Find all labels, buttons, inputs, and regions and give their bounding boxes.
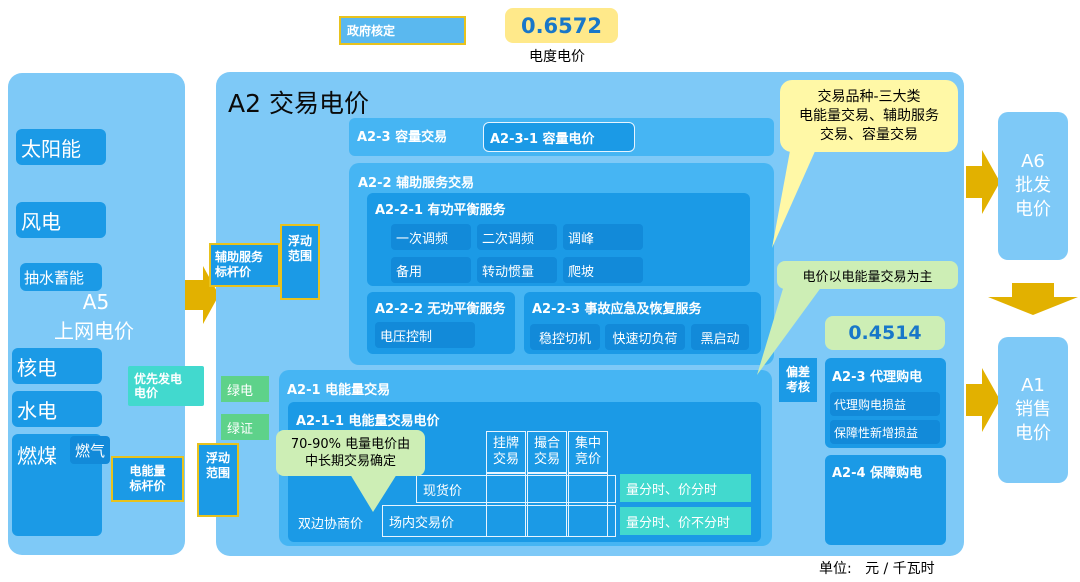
spot-price: 现货价: [416, 475, 616, 503]
arrow-to-a6: [966, 150, 1000, 214]
price-label: 电度电价: [529, 49, 585, 65]
a5-subtitle: 上网电价: [54, 319, 134, 343]
callout-trade-categories: 交易品种-三大类 电能量交易、辅助服务 交易、容量交易: [780, 80, 958, 152]
arrow-a6-to-a1: [988, 283, 1078, 315]
arrow-to-a1: [966, 368, 1000, 432]
agency-price-badge: 0.4514: [825, 316, 945, 350]
callout-energy-main: 电价以电能量交易为主: [777, 261, 958, 289]
callout-ratio: 70-90% 电量电价由 中长期交易确定: [276, 430, 425, 476]
capacity-price: A2-3-1 容量电价: [483, 122, 635, 152]
agency-loss: 代理购电损益: [830, 392, 940, 416]
a5-item-nuclear: 核电: [12, 348, 102, 384]
energy-price-title: A2-1-1 电能量交易电价: [296, 414, 440, 429]
aux-item-stability-trip: 稳控切机: [530, 324, 600, 350]
green-cert: 绿证: [221, 414, 269, 440]
guarantee-loss: 保障性新增损益: [830, 420, 940, 444]
row1-note: 量分时、价分时: [620, 474, 751, 502]
energy-benchmark-price: 电能量 标杆价: [111, 456, 184, 502]
aux-item-secondary-freq: 二次调频: [477, 224, 557, 250]
agency-purchase-title: A2-3 代理购电: [832, 370, 923, 385]
bilateral-price: 双边协商价: [298, 516, 364, 532]
row2-note: 量分时、价不分时: [620, 507, 751, 535]
col-matched-trade: 撮合 交易: [527, 431, 567, 473]
aux-item-reserve: 备用: [391, 257, 471, 283]
a5-item-wind: 风电: [16, 202, 106, 238]
float-range-bottom: 浮动 范围: [197, 443, 239, 517]
a5-item-hydro: 水电: [12, 391, 102, 427]
a2-title: A2 交易电价: [228, 89, 369, 118]
a5-item-coal: 燃煤: [17, 444, 57, 468]
active-balance-title: A2-2-1 有功平衡服务: [375, 203, 506, 218]
capacity-trade-title: A2-3 容量交易: [357, 130, 448, 145]
energy-trade-title: A2-1 电能量交易: [287, 383, 391, 398]
market-trade-price: 场内交易价: [382, 505, 616, 537]
callout-ratio-pointer: [350, 474, 397, 512]
reactive-balance-title: A2-2-2 无功平衡服务: [375, 302, 506, 317]
unit-label: 单位: 元 / 千瓦时: [819, 561, 935, 577]
emergency-title: A2-2-3 事故应急及恢复服务: [532, 302, 702, 317]
aux-item-ramping: 爬坡: [563, 257, 643, 283]
a5-item-pumped-storage: 抽水蓄能: [20, 263, 102, 291]
aux-item-primary-freq: 一次调频: [391, 224, 471, 250]
gov-approved-label: 政府核定: [339, 16, 466, 45]
green-power: 绿电: [221, 376, 269, 402]
a6-wholesale-price: A6 批发 电价: [998, 112, 1068, 260]
a5-title: A5: [82, 290, 110, 314]
deviation-assessment: 偏差 考核: [779, 358, 817, 402]
priority-generation-price: 优先发电 电价: [128, 366, 204, 406]
callout-categories-pointer: [772, 140, 820, 248]
aux-services-title: A2-2 辅助服务交易: [358, 176, 475, 191]
float-range-top: 浮动 范围: [280, 224, 320, 300]
a5-item-solar: 太阳能: [16, 129, 106, 165]
guarantee-purchase-title: A2-4 保障购电: [832, 466, 923, 481]
col-listed-trade: 挂牌 交易: [486, 431, 526, 473]
price-value-badge: 0.6572: [505, 8, 618, 43]
callout-main-pointer: [757, 282, 825, 375]
aux-item-inertia: 转动惯量: [477, 257, 557, 283]
aux-benchmark-price: 辅助服务 标杆价: [209, 243, 280, 287]
aux-item-fast-load-shed: 快速切负荷: [605, 324, 685, 350]
a1-retail-price: A1 销售 电价: [998, 337, 1068, 483]
aux-item-peak-shaving: 调峰: [563, 224, 643, 250]
aux-item-voltage-control: 电压控制: [375, 322, 475, 348]
col-central-bidding: 集中 竞价: [568, 431, 608, 473]
aux-item-black-start: 黑启动: [691, 324, 749, 350]
guarantee-purchase-box: [825, 455, 946, 545]
a5-item-gas: 燃气: [70, 436, 110, 464]
